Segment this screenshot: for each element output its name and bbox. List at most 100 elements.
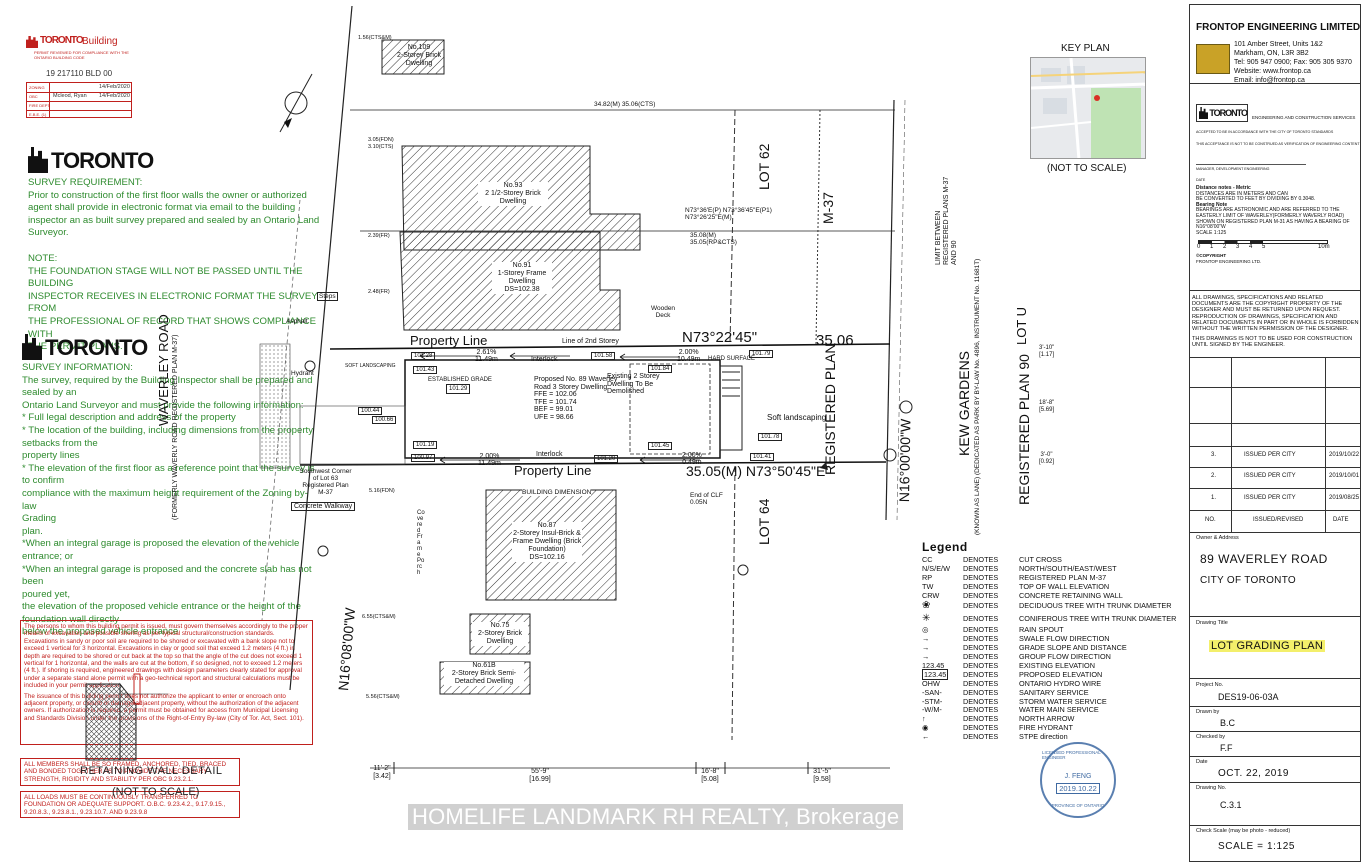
- dim-m: [3.42]: [373, 772, 391, 780]
- engineer-seal: LICENSED PROFESSIONAL ENGINEER J. FENG 2…: [1040, 742, 1116, 818]
- legend-desc: TOP OF WALL ELEVATION: [1019, 581, 1110, 591]
- survey-requirement-line: Surveyor.: [28, 227, 69, 239]
- dim-ft: 18'-8": [1039, 400, 1055, 406]
- survey-requirement-line: Prior to construction of the first floor…: [28, 189, 307, 201]
- toronto-wordmark: TORONTO: [45, 335, 148, 360]
- survey-information-line: poured yet,: [22, 588, 71, 600]
- house-61b-label: No.61B 2-Storey Brick Semi-Detached Dwel…: [444, 662, 524, 686]
- north-property-line: [329, 343, 891, 350]
- stamp-note: PERMIT REVIEWED FOR COMPLIANCE WITH THE …: [34, 50, 129, 60]
- slope-4: 2.00% 0.49m: [682, 452, 702, 466]
- proposed-dwelling-label: Proposed No. 89 Waverley Road 3 Storey D…: [532, 376, 620, 422]
- property-line-bottom: Property Line: [514, 463, 592, 478]
- note-line: THE PERMIT PLANS.: [28, 341, 123, 353]
- firm-addr2: Markham, ON, L3R 3B2: [1234, 50, 1309, 57]
- slope-distance: 0.49m: [682, 459, 702, 466]
- waverley-road-label: WAVERLEY ROAD: [156, 314, 171, 426]
- frontop-logo-icon: [1196, 44, 1230, 74]
- survey-requirement-line: agent shall provide in electronic format…: [28, 202, 296, 214]
- permit-stamp: TORONTO Building PERMIT REVIEWED FOR COM…: [22, 32, 132, 120]
- revision-date: 2019/08/25: [1329, 495, 1360, 501]
- legend-symbol: CRW: [922, 590, 940, 600]
- survey-information-line: foundation wall directly: [22, 613, 120, 625]
- right-dim: 3'-0" [0.92]: [1039, 452, 1054, 466]
- legend-denotes: DENOTES: [963, 634, 999, 644]
- survey-information-line: The survey, required by the Building Ins…: [22, 374, 313, 386]
- dim-m: [16.99]: [529, 775, 551, 783]
- legend-denotes: DENOTES: [963, 661, 999, 671]
- m37-label: M-37: [820, 192, 836, 224]
- limit-note-label: LIMIT BETWEEN REGISTERED PLANS M-37 AND …: [935, 176, 958, 265]
- revision-header-desc: ISSUED/REVISED: [1253, 517, 1304, 523]
- legend-desc: FIRE HYDRANT: [1019, 723, 1073, 733]
- ds-value: 2.48(FR): [368, 289, 390, 295]
- slope-distance: 11.49m: [475, 356, 498, 363]
- kew-note-label: (KNOWN AS LANE) (DEDICATED AS PARK BY BY…: [974, 258, 981, 535]
- elev-box: 101.41: [750, 453, 775, 461]
- house-61b-number: No.61B: [472, 662, 496, 669]
- survey-information-line: * Full legal description and address of …: [22, 412, 236, 424]
- check-scale-label: Check Scale (may be photo - reduced): [1196, 828, 1291, 834]
- copyright-note-p2: THIS DRAWINGS IS NOT TO BE USED FOR CONS…: [1192, 336, 1353, 349]
- dim-bottom: 31'-5" [9.58]: [810, 768, 834, 783]
- drawing-title: LOT GRADING PLAN: [1209, 640, 1326, 652]
- survey-requirement: SURVEY REQUIREMENT: Prior to constructio…: [28, 177, 328, 354]
- acceptance-manager: MANAGER, DEVELOPMENT ENGINEERING: [1196, 167, 1270, 171]
- dim-m: [9.58]: [813, 775, 831, 783]
- line-2nd-storey: Line of 2nd Storey: [562, 338, 619, 345]
- group-flow-arrow-icon: →: [922, 652, 930, 662]
- legend-denotes: DENOTES: [963, 563, 999, 573]
- legend-denotes: DENOTES: [963, 581, 999, 591]
- building-dimension-label: BUILDING DIMENSION: [522, 489, 592, 496]
- retaining-wall-scale: (NOT TO SCALE): [112, 786, 200, 798]
- elev-box: 101.43: [413, 366, 438, 374]
- legend-symbol: N/S/E/W: [922, 563, 950, 573]
- slope-value: 2.61%: [476, 349, 497, 356]
- metric-notes: Distance notes - Metric DISTANCES ARE IN…: [1196, 185, 1359, 236]
- survey-information-line: below the proposed vehicle entrance: [22, 626, 179, 638]
- survey-information-line: setbacks from the: [22, 437, 98, 449]
- slope-value: 2.00%: [682, 452, 702, 459]
- bearing-top: N73°22'45": [682, 329, 758, 346]
- legend-desc: ONTARIO HYDRO WIRE: [1019, 678, 1102, 688]
- scale-tick: 3: [1236, 244, 1240, 250]
- lot-64-label: LOT 64: [756, 498, 772, 545]
- revision-no: 3.: [1211, 452, 1217, 458]
- existing-dwelling-label: Existing 2 Storey Dwelling To Be Demolis…: [607, 373, 660, 396]
- asphalt-label: Asphalt: [286, 318, 308, 325]
- dim-bottom: 55'-9" [16.99]: [528, 768, 552, 783]
- copyright-firm: FRONTOP ENGINEERING LTD.: [1196, 258, 1262, 264]
- legend-denotes: DENOTES: [963, 572, 999, 582]
- copyright: ©COPYRIGHT FRONTOP ENGINEERING LTD.: [1196, 253, 1261, 264]
- house-109-label: No.109 2-Storey Brick Dwelling: [394, 44, 444, 68]
- scale-ticks: 0 1 2 3 4 5 10m: [1197, 244, 1337, 250]
- ds-value: 3.10(CTS): [368, 144, 394, 150]
- mid-bearings: N73°36'E(P) N73°36'45"E(P1) N73°26'25"E(…: [685, 207, 772, 221]
- survey-information: SURVEY INFORMATION: The survey, required…: [22, 362, 322, 639]
- registered-plan-90-label: REGISTERED PLAN 90: [1016, 354, 1032, 505]
- lot-u-label: LOT U: [1014, 306, 1029, 345]
- survey-information-line: *When an integral garage is proposed and…: [22, 563, 312, 588]
- slope-distance: 11.49m: [478, 460, 501, 467]
- ds-value: 2.39(FR): [368, 233, 390, 239]
- loads-note: ALL LOADS MUST BE CONTINUOUSLY TRANSFERR…: [20, 791, 240, 818]
- survey-information-line: compliance with the maximum height requi…: [22, 487, 308, 512]
- legend-denotes: DENOTES: [963, 555, 999, 564]
- date-label: Date: [1196, 759, 1208, 765]
- dim-ft: 3'-0": [1040, 452, 1053, 458]
- acceptance-logo: TORONTO: [1196, 104, 1248, 122]
- survey-information-line: sealed by an: [22, 387, 77, 399]
- survey-information-line: property lines: [22, 450, 80, 462]
- legend-denotes: DENOTES: [963, 732, 999, 742]
- proposed-tfe: TFE = 101.74: [534, 398, 577, 406]
- legend-desc: GROUP FLOW DIRECTION: [1019, 652, 1111, 662]
- survey-information-line: plan.: [22, 525, 43, 537]
- legend-denotes: DENOTES: [963, 652, 999, 662]
- seal-bottom: PROVINCE OF ONTARIO: [1051, 803, 1105, 808]
